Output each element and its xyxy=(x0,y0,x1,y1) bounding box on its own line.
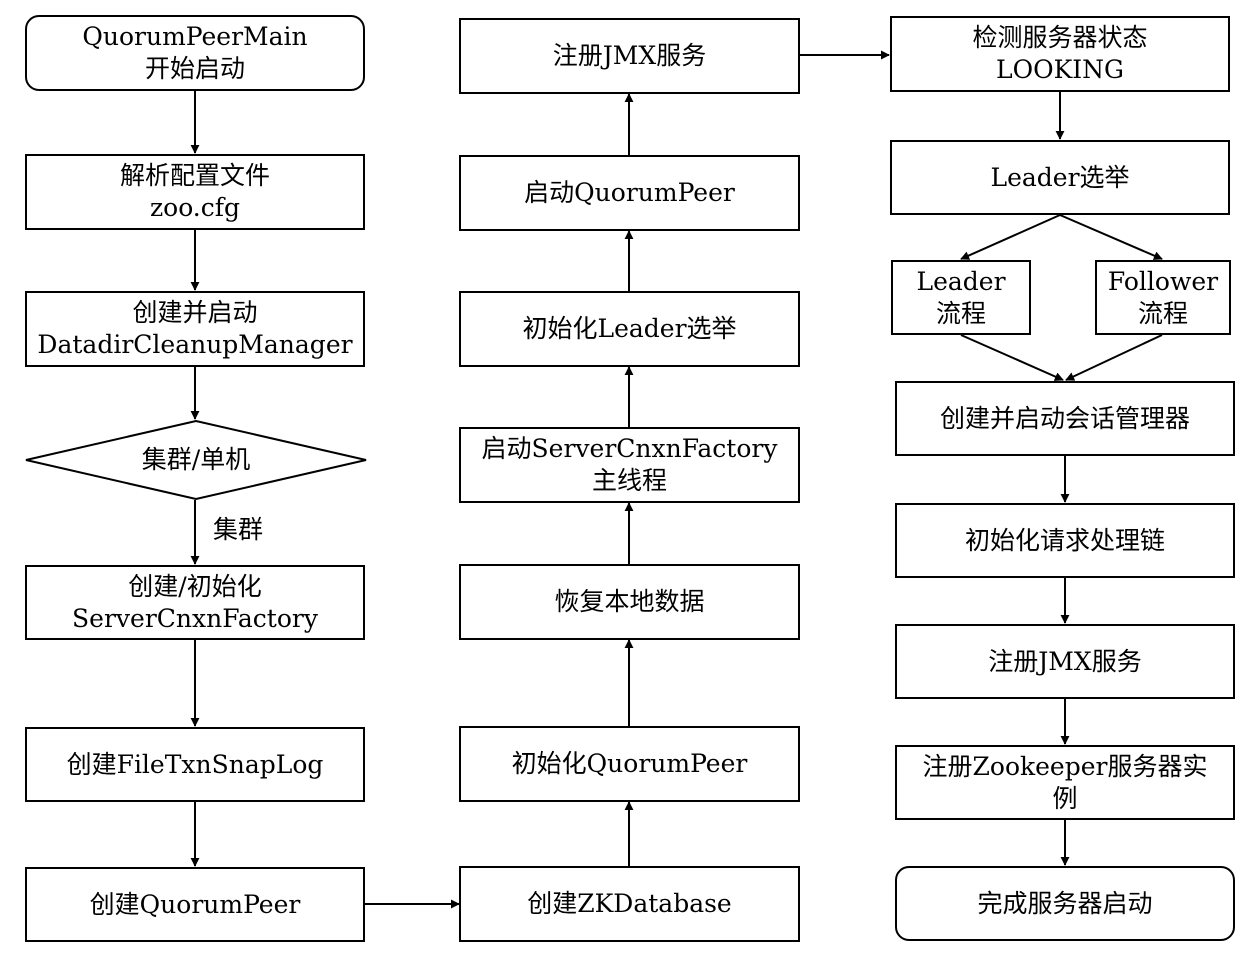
node-init-cnxn-factory: 创建/初始化 ServerCnxnFactory xyxy=(25,565,365,640)
node-init-request-chain: 初始化请求处理链 xyxy=(895,503,1235,578)
edge-label-cluster: 集群 xyxy=(213,515,264,544)
node-session-manager: 创建并启动会话管理器 xyxy=(895,381,1235,456)
node-start-quorum-peer: 启动QuorumPeer xyxy=(459,155,800,231)
node-parse-config: 解析配置文件 zoo.cfg xyxy=(25,154,365,230)
node-leader-flow: Leader 流程 xyxy=(891,260,1031,335)
edge-election-to-leaderflow xyxy=(960,214,1061,260)
node-follower-flow: Follower 流程 xyxy=(1095,260,1231,335)
node-create-txn-snaplog: 创建FileTxnSnapLog xyxy=(25,727,365,802)
node-start-cnxn-factory: 启动ServerCnxnFactory 主线程 xyxy=(459,427,800,503)
edge-followerflow-to-session xyxy=(1065,334,1163,381)
node-create-zk-database: 创建ZKDatabase xyxy=(459,866,800,942)
node-leader-election: Leader选举 xyxy=(890,140,1230,215)
node-finish-startup: 完成服务器启动 xyxy=(895,866,1235,941)
node-cleanup-manager: 创建并启动 DatadirCleanupManager xyxy=(25,291,365,367)
node-register-zk-instance: 注册Zookeeper服务器实 例 xyxy=(895,745,1235,820)
node-init-leader-election: 初始化Leader选举 xyxy=(459,291,800,367)
edge-election-to-followerflow xyxy=(1059,214,1163,260)
node-register-jmx-1: 注册JMX服务 xyxy=(459,18,800,94)
decision-label: 集群/单机 xyxy=(141,445,251,474)
node-init-quorum-peer: 初始化QuorumPeer xyxy=(459,726,800,802)
node-restore-local-data: 恢复本地数据 xyxy=(459,564,800,640)
node-create-quorum-peer: 创建QuorumPeer xyxy=(25,867,365,942)
node-cluster-decision: 集群/单机 xyxy=(25,420,367,500)
node-check-server-state: 检测服务器状态 LOOKING xyxy=(890,16,1230,92)
decision-diamond-shape xyxy=(25,420,367,500)
edge-leaderflow-to-session xyxy=(960,334,1064,381)
node-quorumpeermain-start: QuorumPeerMain 开始启动 xyxy=(25,15,365,91)
node-register-jmx-2: 注册JMX服务 xyxy=(895,624,1235,699)
